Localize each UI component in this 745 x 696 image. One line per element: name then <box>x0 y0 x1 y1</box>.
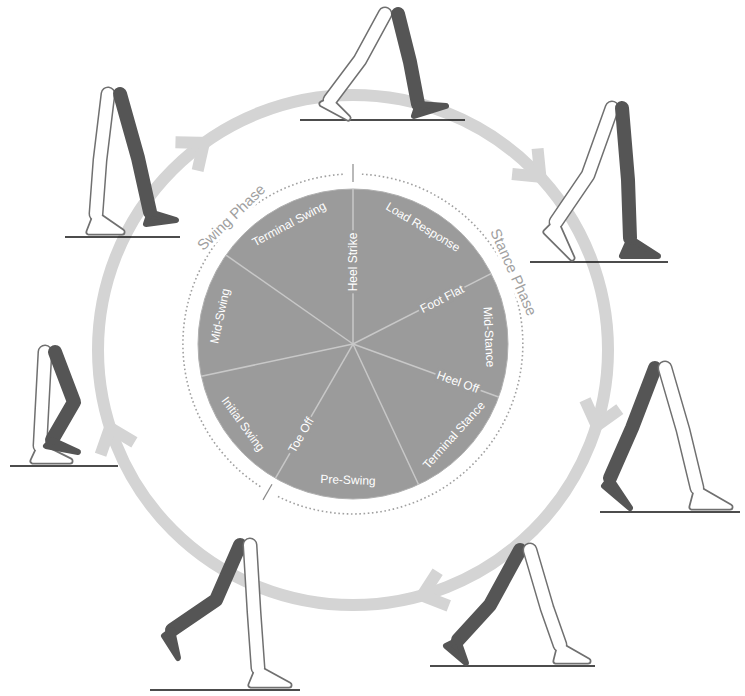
wheel-disc <box>198 189 508 499</box>
light-leg <box>530 550 560 645</box>
light-foot <box>89 214 122 232</box>
light-foot <box>556 645 588 661</box>
dark-leg <box>610 368 655 478</box>
light-leg <box>40 352 45 446</box>
walker-figure <box>530 108 668 262</box>
light-leg <box>330 14 385 100</box>
walker-figure <box>430 550 595 666</box>
ground-line <box>430 665 595 667</box>
ground-line <box>10 465 118 467</box>
gait-phase: Pre-Swing <box>320 472 376 488</box>
dark-leg <box>172 545 240 630</box>
light-leg <box>250 545 258 668</box>
light-foot <box>322 100 348 118</box>
light-foot <box>692 488 730 507</box>
gait-wheel: Terminal SwingLoad ResponseHeel StrikeFo… <box>197 188 509 500</box>
light-leg <box>96 94 108 214</box>
gait-event: Heel Strike <box>346 231 360 294</box>
light-foot <box>251 668 289 685</box>
dark-leg <box>622 108 630 238</box>
light-foot <box>692 488 730 507</box>
g <box>93 129 620 613</box>
ground-line <box>530 261 668 263</box>
phase-divider <box>353 344 499 397</box>
dark-leg <box>398 14 418 104</box>
ground-line <box>150 689 300 691</box>
walker-figure <box>600 368 740 512</box>
light-leg <box>665 368 697 488</box>
light-leg <box>330 14 385 100</box>
phase-tick <box>263 484 272 500</box>
walker-figure <box>300 14 465 120</box>
walker-figure <box>65 94 180 237</box>
dark-foot <box>622 238 658 256</box>
light-leg <box>556 108 612 222</box>
light-foot <box>546 222 572 258</box>
ring-arrow <box>512 148 553 189</box>
phase-tick <box>352 164 353 182</box>
ring-track <box>98 95 608 605</box>
light-foot <box>556 645 588 661</box>
light-foot <box>322 100 348 118</box>
ground-line <box>600 511 740 513</box>
dark-foot <box>146 212 176 224</box>
dark-leg <box>458 550 520 640</box>
light-leg <box>96 94 108 214</box>
light-foot <box>546 222 572 258</box>
ring-arrow <box>175 129 215 171</box>
light-foot <box>89 214 122 232</box>
phase-divider <box>353 344 419 484</box>
ring-arrow <box>93 422 134 455</box>
dark-foot <box>604 478 630 508</box>
ground-line <box>65 236 180 238</box>
light-leg <box>250 545 258 668</box>
dark-leg <box>120 94 150 212</box>
light-leg <box>665 368 697 488</box>
walker-figure <box>10 352 118 466</box>
light-leg <box>40 352 45 446</box>
dark-foot <box>414 104 446 116</box>
dark-foot <box>446 640 466 663</box>
ring-arrow <box>417 572 449 613</box>
dark-foot <box>164 630 178 658</box>
phase-divider <box>353 274 491 344</box>
dark-leg <box>52 352 74 440</box>
light-leg <box>556 108 612 222</box>
phase-divider <box>276 344 354 478</box>
light-foot <box>251 668 289 685</box>
light-leg <box>530 550 560 645</box>
dark-foot <box>46 440 78 452</box>
ground-line <box>300 119 465 121</box>
walker-figure <box>150 545 300 690</box>
gait-phase: Mid-Stance <box>480 306 497 367</box>
ring-arrow <box>579 400 619 431</box>
phase-divider <box>201 344 353 376</box>
phase-divider <box>226 255 353 344</box>
